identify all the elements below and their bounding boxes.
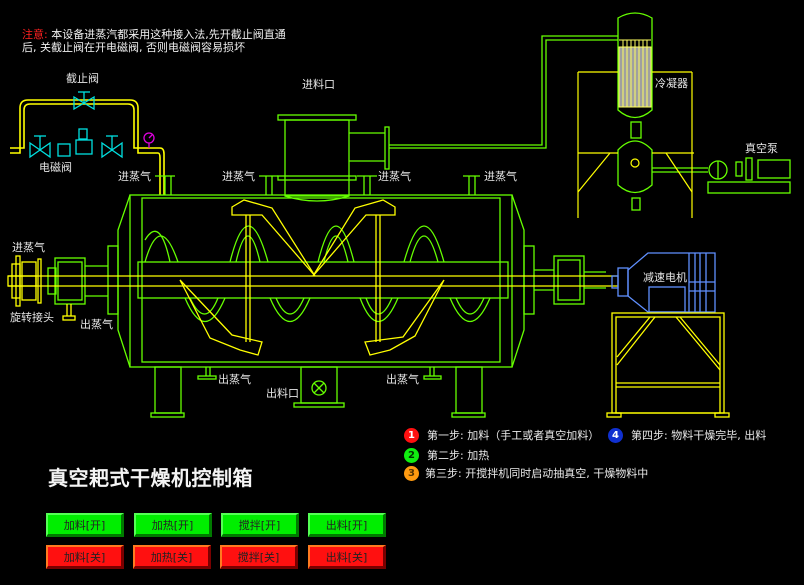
step-badge-2: 2 <box>404 447 419 463</box>
label-discharge-port: 出料口 <box>266 387 299 400</box>
label-rotary-joint: 旋转接头 <box>10 311 54 324</box>
stir-off-button[interactable]: 搅拌[关] <box>220 545 298 569</box>
shutoff-valve-icon <box>73 91 95 111</box>
step-badge-4: 4 <box>608 427 623 443</box>
label-steam-out-2: 出蒸气 <box>386 373 419 386</box>
step-1: 1 第一步: 加料（手工或者真空加料） <box>404 427 599 443</box>
step-2: 2 第二步: 加热 <box>404 447 489 463</box>
gear-motor-icon <box>611 252 716 313</box>
solenoid-valve-icon <box>29 128 123 159</box>
heat-off-button[interactable]: 加热[关] <box>133 545 211 569</box>
motor-stand <box>606 312 730 418</box>
label-steam-in-3: 进蒸气 <box>378 170 411 183</box>
step-text-2: 第二步: 加热 <box>427 449 490 462</box>
step-3: 3 第三步: 开搅拌机同时启动抽真空, 干燥物料中 <box>404 465 648 481</box>
agitator-shaft <box>7 199 618 356</box>
step-text-4: 第四步: 物料干燥完毕, 出料 <box>631 429 767 442</box>
discharge-off-button[interactable]: 出料[关] <box>308 545 386 569</box>
control-box-title: 真空耙式干燥机控制箱 <box>48 466 253 490</box>
heat-on-button[interactable]: 加热[开] <box>134 513 212 537</box>
step-text-3: 第三步: 开搅拌机同时启动抽真空, 干燥物料中 <box>425 467 649 480</box>
discharge-on-button[interactable]: 出料[开] <box>308 513 386 537</box>
warning-label: 注意: <box>22 28 48 41</box>
label-gear-motor: 减速电机 <box>643 271 687 284</box>
warning-notice: 注意: 本设备进蒸汽都采用这种接入法,先开截止阀直通后, 关截止阀在开电磁阀, … <box>22 28 292 54</box>
condenser-icon <box>617 12 791 211</box>
step-4: 4 第四步: 物料干燥完毕, 出料 <box>608 427 766 443</box>
label-vacuum-pump: 真空泵 <box>745 142 778 155</box>
label-shutoff-valve: 截止阀 <box>66 72 99 85</box>
pressure-gauge-icon <box>143 132 155 148</box>
steam-supply-pipe <box>10 99 165 195</box>
feed-on-button[interactable]: 加料[开] <box>46 513 124 537</box>
label-steam-out-1: 出蒸气 <box>218 373 251 386</box>
condenser-frame <box>577 71 694 218</box>
label-feed-inlet: 进料口 <box>302 78 335 91</box>
step-text-1: 第一步: 加料（手工或者真空加料） <box>427 429 600 442</box>
label-steam-out-left: 出蒸气 <box>80 318 113 331</box>
warning-text: 本设备进蒸汽都采用这种接入法,先开截止阀直通后, 关截止阀在开电磁阀, 否则电磁… <box>22 28 286 54</box>
stir-on-button[interactable]: 搅拌[开] <box>221 513 299 537</box>
label-steam-in-4: 进蒸气 <box>484 170 517 183</box>
label-steam-in-2: 进蒸气 <box>222 170 255 183</box>
step-badge-3: 3 <box>404 465 419 481</box>
feed-off-button[interactable]: 加料[关] <box>46 545 124 569</box>
label-condenser: 冷凝器 <box>655 77 688 90</box>
dryer-vessel <box>47 35 618 418</box>
label-solenoid-valve: 电磁阀 <box>39 161 72 174</box>
step-badge-1: 1 <box>404 427 419 443</box>
label-steam-in-left: 进蒸气 <box>12 241 45 254</box>
label-steam-in-1: 进蒸气 <box>118 170 151 183</box>
condenser-tube-lines <box>619 39 651 107</box>
